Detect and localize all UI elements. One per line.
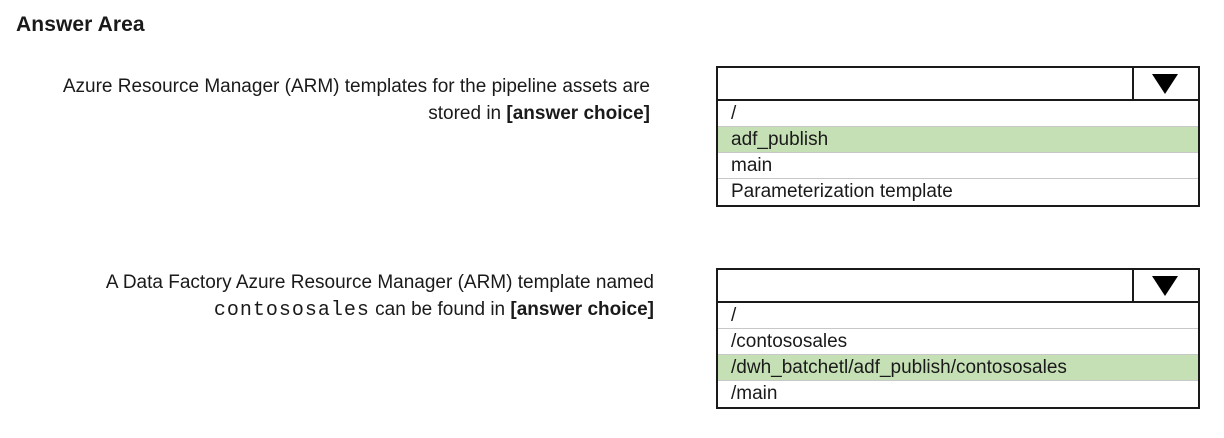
dropdown-2-option[interactable]: /contososales	[718, 329, 1198, 355]
question-2-line-1: A Data Factory Azure Resource Manager (A…	[105, 272, 654, 293]
dropdown-1-toggle[interactable]	[1132, 68, 1198, 99]
question-2-code: contososales	[213, 299, 370, 322]
dropdown-2-toggle[interactable]	[1132, 270, 1198, 301]
question-1-placeholder: [answer choice]	[506, 103, 650, 124]
dropdown-2-option-selected[interactable]: /dwh_batchetl/adf_publish/contososales	[718, 355, 1198, 381]
question-1-line-2: stored in [answer choice]	[63, 100, 650, 127]
answer-area-heading: Answer Area	[16, 13, 145, 36]
question-1-line-1: Azure Resource Manager (ARM) templates f…	[62, 76, 650, 97]
dropdown-2-header[interactable]	[718, 270, 1198, 303]
dropdown-1-option[interactable]: main	[718, 153, 1198, 179]
question-2-text: A Data Factory Azure Resource Manager (A…	[106, 269, 654, 324]
answer-dropdown-1[interactable]: / adf_publish main Parameterization temp…	[716, 66, 1200, 207]
dropdown-1-option-selected[interactable]: adf_publish	[718, 127, 1198, 153]
triangle-down-icon	[1152, 74, 1178, 94]
triangle-down-icon	[1152, 276, 1178, 296]
dropdown-1-option[interactable]: /	[718, 101, 1198, 127]
dropdown-1-header[interactable]	[718, 68, 1198, 101]
question-2-placeholder: [answer choice]	[510, 299, 654, 320]
question-1-prefix: stored in	[428, 103, 507, 124]
dropdown-2-option[interactable]: /	[718, 303, 1198, 329]
question-1-text: Azure Resource Manager (ARM) templates f…	[63, 73, 650, 127]
dropdown-2-option[interactable]: /main	[731, 383, 778, 404]
question-2-suffix: can be found in	[369, 299, 511, 320]
dropdown-1-option[interactable]: Parameterization template	[731, 181, 953, 202]
question-2-line-2: contososales can be found in [answer cho…	[106, 296, 654, 324]
answer-dropdown-2[interactable]: / /contososales /dwh_batchetl/adf_publis…	[716, 268, 1200, 409]
